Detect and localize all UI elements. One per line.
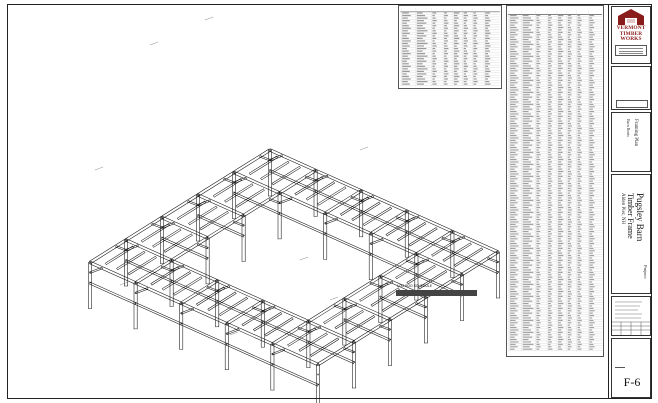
sheet-number: F-6 (623, 375, 641, 389)
project-name: Pugsley Barn (635, 193, 645, 242)
framing-plan-box: Framing Plan Barn Bents (611, 112, 651, 172)
company-name-line1: VERMONT (616, 25, 646, 31)
title-block: VERMONT TIMBER WORKS Framing Plan Barn B… (608, 4, 652, 399)
company-name-line3: WORKS (620, 36, 642, 43)
framing-plan-label: Framing Plan (633, 119, 638, 147)
project-location: Alden Pier, NH (620, 193, 625, 225)
sheet-number-box: F-6 (611, 338, 651, 398)
company-address-box (615, 44, 647, 56)
project-label: Project: (643, 265, 648, 279)
project-info-box: Project: Pugsley Barn Timber Frame Alden… (611, 174, 651, 294)
drawn-by-lines (612, 301, 650, 335)
timber-schedule-table-left (398, 5, 502, 89)
sheet-border (7, 4, 652, 399)
log-schedule-title: LOG ROD SCHEDULE (397, 284, 433, 288)
company-logo-box: VERMONT TIMBER WORKS (611, 6, 651, 64)
barn-logo-icon (618, 9, 644, 25)
revisions-box (611, 66, 651, 110)
plan-subtitle-label: Barn Bents (626, 119, 631, 137)
project-subtitle: Timber Frame (626, 193, 635, 239)
timber-schedule-table-right (506, 5, 604, 357)
company-name-line2: TIMBER (619, 30, 643, 37)
log-schedule-table (396, 290, 477, 296)
drawn-by-box (611, 296, 651, 336)
